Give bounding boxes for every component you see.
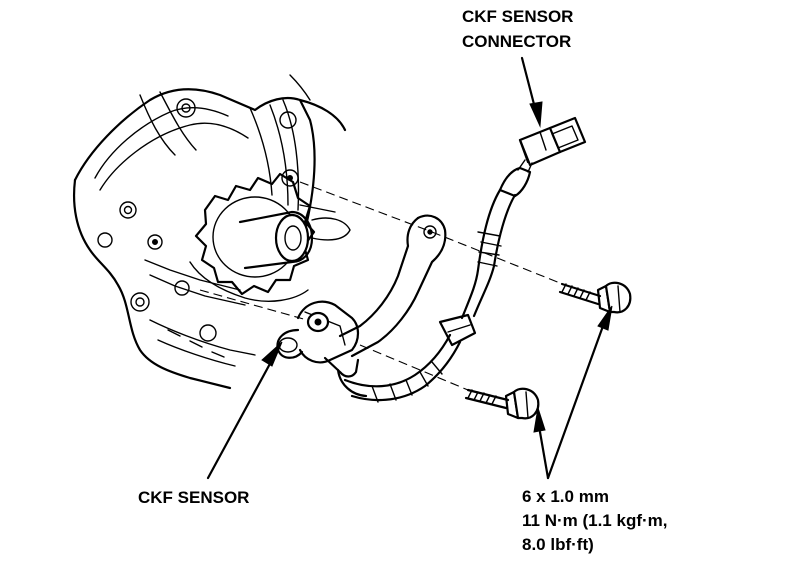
bolt-size-label: 6 x 1.0 mm: [522, 487, 609, 506]
wire-harness: [343, 166, 532, 403]
bolt-upper: [558, 281, 632, 314]
crankshaft-sprocket: [174, 172, 351, 302]
sensor-connector: [517, 116, 587, 173]
bolt-lower: [464, 387, 540, 420]
sensor-bracket: [338, 214, 447, 358]
connector-label-line2: CONNECTOR: [462, 32, 572, 51]
alignment-lines: [199, 181, 566, 391]
callout-arrows: [206, 56, 613, 480]
torque-label-line1: 11 N·m (1.1 kgf·m,: [522, 511, 668, 530]
connector-label-line1: CKF SENSOR: [462, 7, 574, 26]
ckf-sensor-body: [276, 300, 368, 398]
sensor-label: CKF SENSOR: [138, 488, 250, 507]
torque-label-line2: 8.0 lbf·ft): [522, 535, 594, 554]
engine-block: [72, 74, 347, 390]
